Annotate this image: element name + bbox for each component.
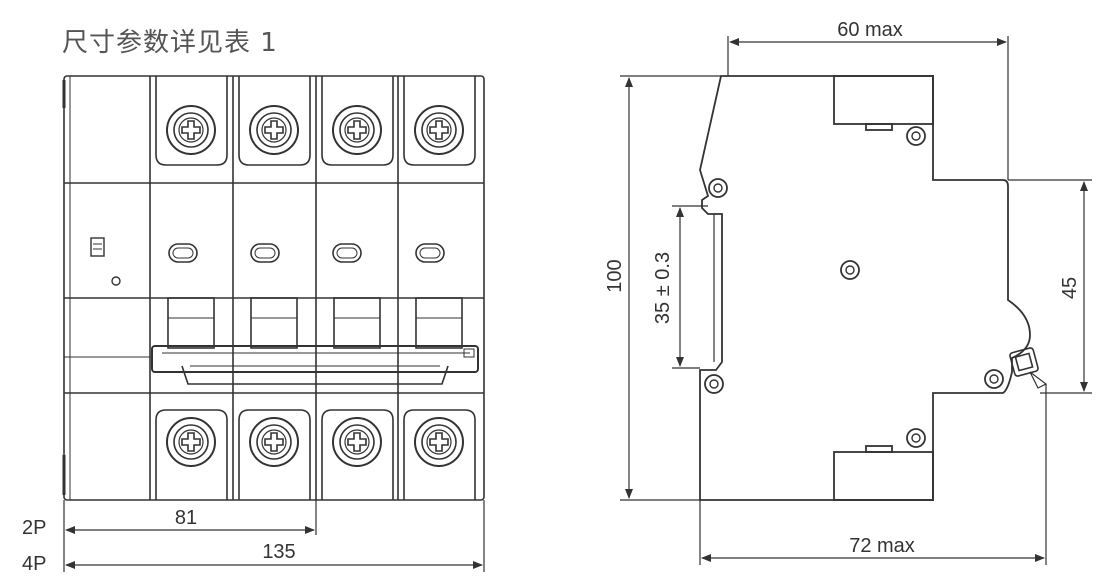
rivet-icon [984, 369, 1004, 389]
rivet-icon [906, 428, 926, 448]
front-view [63, 75, 485, 501]
rivets [704, 126, 1004, 448]
indicator-window-icon [332, 243, 362, 263]
rivet-icon [840, 260, 860, 280]
indicator-window-icon [168, 243, 198, 263]
dim-label-100: 100 [604, 259, 626, 292]
page-title: 尺寸参数详见表 1 [62, 28, 278, 58]
indicator-windows [90, 237, 445, 286]
din-latch-icon [1009, 347, 1048, 389]
dim-label-135: 135 [262, 541, 295, 563]
terminal-screw-icon [332, 417, 382, 467]
dim-label-72-max: 72 max [849, 535, 915, 557]
top-clip-block [833, 75, 934, 125]
terminal-screw-icon [414, 105, 464, 155]
side-profile-outline [699, 75, 1031, 501]
terminal-screw-icon [414, 417, 464, 467]
terminal-screw-icon [166, 417, 216, 467]
dim-label-60-max: 60 max [837, 19, 903, 41]
rivet-icon [704, 374, 724, 394]
terminal-screw-icon [332, 105, 382, 155]
terminal-screw-icon [249, 417, 299, 467]
test-point-icon [111, 276, 121, 286]
indicator-window-icon [250, 243, 280, 263]
terminal-screw-icon [249, 105, 299, 155]
row-label-4p: 4P [22, 553, 46, 575]
side-view [699, 75, 1031, 501]
front-dimensions [63, 500, 485, 572]
bottom-clip-block [833, 451, 934, 501]
rivet-icon [708, 178, 728, 198]
top-terminal-recesses [155, 76, 476, 166]
bottom-terminal-recesses [155, 409, 476, 500]
dim-label-35: 35 ± 0.3 [652, 252, 674, 324]
side-dimensions [620, 36, 1092, 565]
dim-label-81: 81 [175, 507, 197, 529]
indicator-window-icon [415, 243, 445, 263]
handle-bar [151, 345, 479, 373]
breaker-body-outline [63, 75, 485, 501]
handle-assembly [151, 297, 479, 385]
small-switch-icon [90, 237, 105, 257]
rivet-icon [906, 126, 926, 146]
dim-label-45: 45 [1059, 277, 1081, 299]
terminal-screws [166, 105, 464, 467]
terminal-screw-icon [166, 105, 216, 155]
row-label-2p: 2P [22, 517, 46, 539]
